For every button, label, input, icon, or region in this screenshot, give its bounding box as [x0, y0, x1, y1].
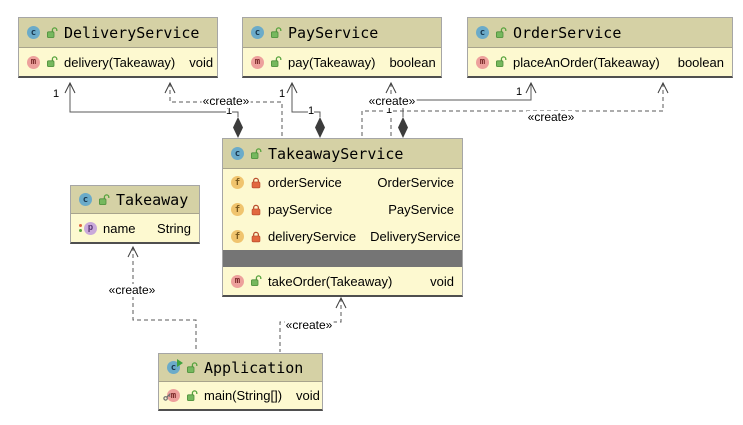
- field-icon: f: [231, 203, 244, 216]
- class-header-delivery-service: c DeliveryService: [19, 18, 217, 48]
- public-lock-icon: [250, 147, 262, 160]
- method-icon: m: [476, 55, 489, 69]
- multiplicity-label: 1: [308, 105, 315, 117]
- method-signature: placeAnOrder(Takeaway): [513, 54, 660, 70]
- multiplicity-label: 1: [226, 105, 233, 117]
- method-row[interactable]: m main(String[]) void: [159, 382, 322, 409]
- field-row[interactable]: f deliveryService DeliveryService: [223, 223, 462, 250]
- method-icon: m: [251, 55, 264, 69]
- main-method-icon: m: [163, 389, 180, 402]
- field-type: PayService: [388, 202, 454, 217]
- class-icon: c: [79, 193, 92, 206]
- edge-create-takeaway: [127, 245, 197, 352]
- create-stereotype-label: «create»: [526, 110, 576, 124]
- public-lock-icon: [46, 26, 58, 39]
- public-lock-icon: [186, 389, 198, 402]
- field-row[interactable]: f payService PayService: [223, 196, 462, 223]
- method-return-type: void: [189, 54, 214, 70]
- field-icon: f: [231, 176, 244, 189]
- public-lock-icon: [270, 26, 282, 39]
- method-signature: takeOrder(Takeaway): [268, 273, 393, 289]
- method-icon: m: [231, 274, 244, 288]
- method-row[interactable]: m delivery(Takeaway) void: [19, 48, 217, 76]
- class-box-takeaway[interactable]: c Takeaway p name String: [70, 185, 200, 244]
- method-row[interactable]: m pay(Takeaway) boolean: [243, 48, 441, 76]
- field-row[interactable]: f orderService OrderService: [223, 169, 462, 196]
- method-signature: delivery(Takeaway): [64, 54, 176, 70]
- class-header-application: c Application: [159, 354, 322, 382]
- property-name: name: [103, 220, 136, 236]
- create-stereotype-label: «create»: [284, 318, 334, 332]
- edge-composition-pay-service: [286, 81, 325, 138]
- public-lock-icon: [186, 361, 198, 374]
- class-box-order-service[interactable]: c OrderService m placeAnOrder(Takeaway) …: [467, 17, 733, 78]
- field-name: orderService: [268, 175, 342, 190]
- public-lock-icon: [46, 56, 58, 68]
- create-stereotype-label: «create»: [107, 283, 157, 297]
- public-lock-icon: [250, 275, 262, 287]
- create-stereotype-label: «create»: [367, 94, 417, 108]
- class-box-delivery-service[interactable]: c DeliveryService m delivery(Takeaway) v…: [18, 17, 218, 78]
- method-return-type: boolean: [677, 54, 724, 70]
- class-box-takeaway-service[interactable]: c TakeawayService f orderService OrderSe…: [222, 138, 463, 297]
- private-lock-icon: [250, 177, 262, 189]
- public-lock-icon: [270, 56, 282, 68]
- public-lock-icon: [495, 56, 507, 68]
- field-name: payService: [268, 202, 333, 217]
- runnable-class-icon: c: [167, 359, 183, 374]
- method-return-type: boolean: [389, 54, 436, 70]
- method-signature: pay(Takeaway): [288, 54, 376, 70]
- multiplicity-label: 1: [386, 104, 393, 116]
- class-header-takeaway: c Takeaway: [71, 186, 199, 214]
- private-lock-icon: [250, 231, 262, 243]
- class-header-pay-service: c PayService: [243, 18, 441, 48]
- create-stereotype-label: «create»: [201, 94, 251, 108]
- property-icon: p: [84, 221, 97, 235]
- public-lock-icon: [98, 193, 110, 206]
- multiplicity-label: 1: [53, 88, 60, 100]
- property-dots-icon: [79, 224, 82, 232]
- class-title: DeliveryService: [64, 23, 200, 42]
- field-icon: f: [231, 230, 244, 243]
- class-icon: c: [231, 147, 244, 160]
- class-header-order-service: c OrderService: [468, 18, 732, 48]
- class-title: Application: [204, 358, 304, 377]
- class-box-application[interactable]: c Application m main(String[]) void: [158, 353, 323, 411]
- edge-create-delivery-service: [164, 81, 283, 137]
- method-icon: m: [27, 55, 40, 69]
- edge-create-order-service: [361, 81, 669, 137]
- edge-composition-delivery-service: [64, 81, 243, 138]
- multiplicity-label: 1: [279, 88, 286, 100]
- entry-point-key-icon: [163, 389, 172, 404]
- run-triangle-icon: [177, 359, 183, 367]
- class-icon: c: [27, 26, 40, 39]
- class-icon: c: [251, 26, 264, 39]
- property-row[interactable]: p name String: [71, 214, 199, 242]
- field-type: OrderService: [377, 175, 454, 190]
- field-name: deliveryService: [268, 229, 357, 244]
- method-row[interactable]: m placeAnOrder(Takeaway) boolean: [468, 48, 732, 76]
- section-separator-bar: [223, 250, 462, 267]
- field-type: DeliveryService: [370, 229, 461, 244]
- class-title: OrderService: [513, 23, 622, 42]
- class-box-pay-service[interactable]: c PayService m pay(Takeaway) boolean: [242, 17, 442, 78]
- method-row[interactable]: m takeOrder(Takeaway) void: [223, 267, 462, 295]
- method-signature: main(String[]): [204, 388, 283, 403]
- class-icon: c: [476, 26, 489, 39]
- class-header-takeaway-service: c TakeawayService: [223, 139, 462, 169]
- class-title: TakeawayService: [268, 144, 404, 163]
- class-title: PayService: [288, 23, 379, 42]
- class-icon: c: [167, 361, 180, 374]
- public-lock-icon: [495, 26, 507, 39]
- private-lock-icon: [250, 204, 262, 216]
- multiplicity-label: 1: [516, 86, 523, 98]
- method-return-type: void: [430, 273, 454, 289]
- class-title: Takeaway: [116, 190, 189, 209]
- method-return-type: void: [296, 388, 320, 403]
- property-type: String: [157, 220, 191, 236]
- method-icon: m: [167, 389, 180, 402]
